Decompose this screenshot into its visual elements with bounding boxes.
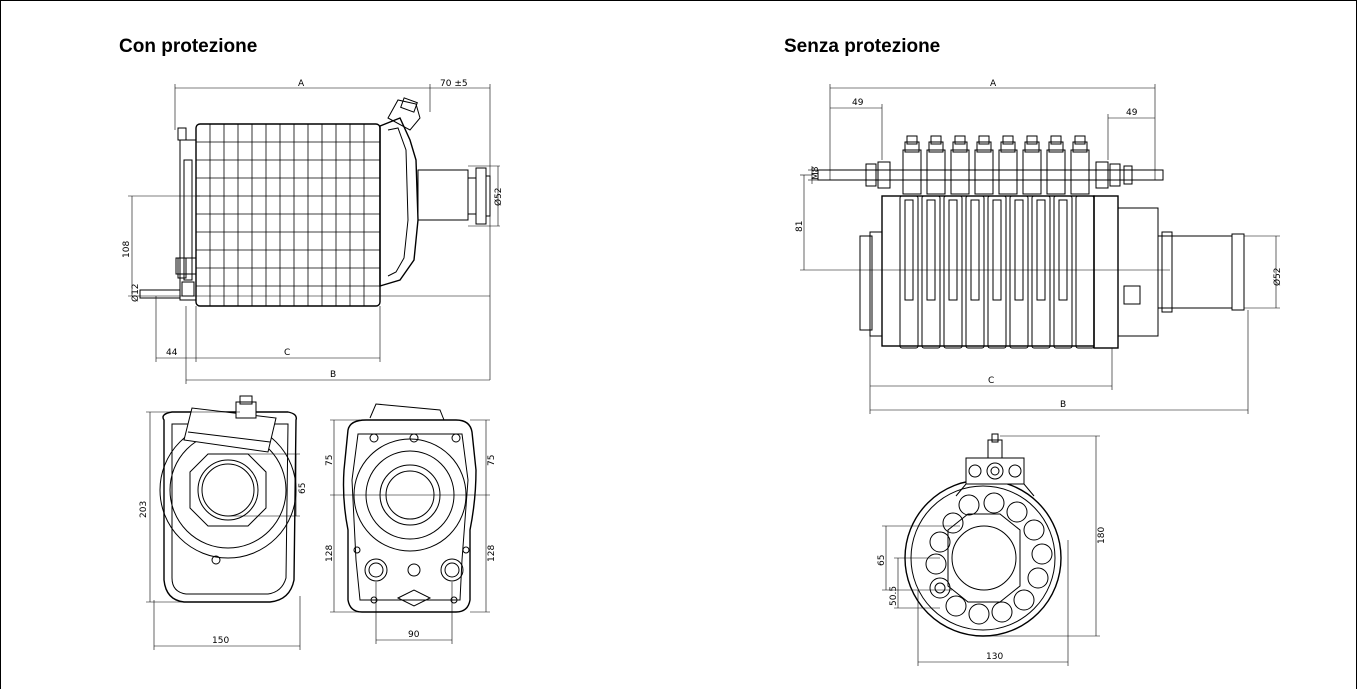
dim-tolerance: 70 ±5	[440, 79, 468, 89]
dim-m8: M8	[811, 166, 821, 180]
dim-b-left: B	[330, 370, 336, 380]
dim-90: 90	[408, 630, 420, 640]
dim-b-right: B	[1060, 400, 1066, 410]
dim-a-right: A	[990, 79, 997, 89]
dim-128-b: 128	[487, 545, 497, 562]
dim-49-a: 49	[852, 98, 864, 108]
dim-75-a: 75	[325, 455, 335, 466]
dim-d12: Ø12	[130, 283, 141, 302]
dim-75-b: 75	[487, 455, 497, 466]
dim-d52-left: Ø52	[493, 187, 504, 206]
dim-203: 203	[139, 501, 149, 518]
dim-44: 44	[166, 348, 178, 358]
left-front-view: 203 65 150	[139, 395, 308, 650]
dim-65-right: 65	[877, 555, 887, 566]
dim-180: 180	[1097, 527, 1107, 544]
dim-65-left: 65	[298, 483, 308, 494]
dim-c-left: C	[284, 348, 290, 358]
dim-130: 130	[986, 652, 1003, 662]
title-senza-protezione: Senza protezione	[784, 36, 941, 57]
dim-49-b: 49	[1126, 108, 1138, 118]
left-front-view-2: 75 75 128 128 90	[325, 403, 497, 644]
dim-d52-right: Ø52	[1272, 267, 1283, 286]
right-front-view: 180 65 50.5 130	[877, 433, 1107, 666]
dim-150: 150	[212, 636, 229, 646]
left-side-view: A 70 ±5	[122, 79, 504, 384]
dim-108: 108	[122, 241, 132, 258]
right-side-view: A 49 49	[795, 79, 1283, 414]
dim-81: 81	[795, 221, 805, 232]
dim-50-5: 50.5	[889, 586, 899, 606]
dim-a-left: A	[298, 79, 305, 89]
dim-128-a: 128	[325, 545, 335, 562]
dim-c-right: C	[988, 376, 994, 386]
title-con-protezione: Con protezione	[119, 36, 258, 57]
